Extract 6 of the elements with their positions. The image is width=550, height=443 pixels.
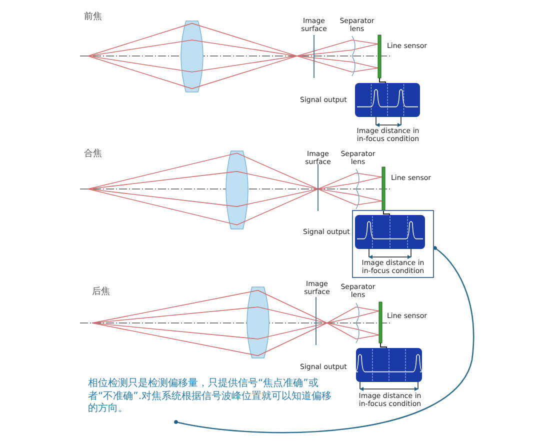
- focus-label: 合焦: [84, 148, 102, 160]
- note-text: 相位检测只是检测偏移量，只提供信号“焦点准确”或者“不准确”.对焦系统根据信号波峰位置就可以知道偏移的方向。: [88, 378, 338, 416]
- leader-line: [174, 246, 474, 434]
- focus-label: 后焦: [92, 286, 110, 298]
- highlight-frame: [352, 210, 434, 278]
- focus-label: 前焦: [84, 10, 102, 23]
